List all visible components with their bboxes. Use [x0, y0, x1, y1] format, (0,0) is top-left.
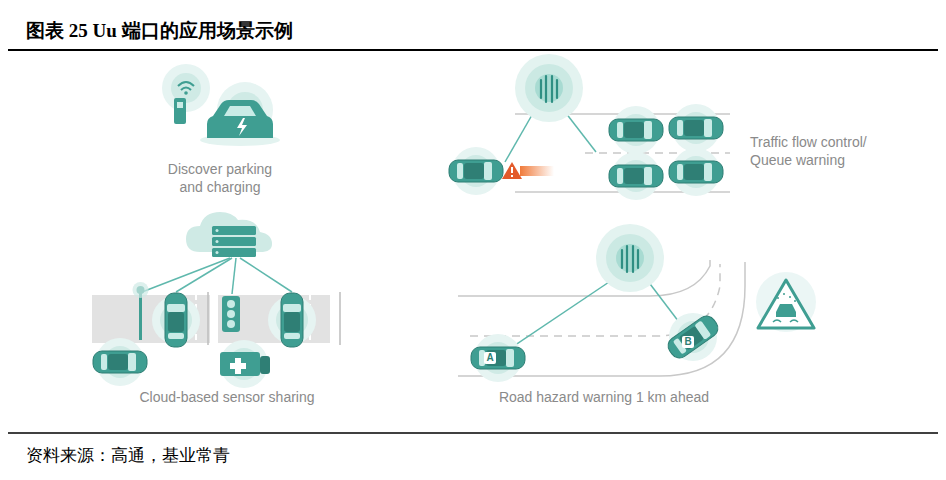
car-letter: A: [484, 352, 495, 364]
traffic-scene: [449, 54, 730, 200]
parking-scene: [162, 64, 280, 146]
figure-title: 图表 25 Uu 端口的应用场景示例: [26, 18, 293, 44]
title-rule: [8, 49, 938, 51]
scene-caption: Discover parking and charging: [158, 160, 283, 196]
hazard-scene: [458, 224, 816, 382]
source-caption: 资料来源：高通，基业常青: [26, 444, 230, 467]
cloud-scene: [92, 212, 340, 388]
car-letter: B: [682, 336, 693, 348]
scene-caption: Traffic flow control/ Queue warning: [750, 133, 890, 169]
bottom-rule: [8, 432, 938, 434]
scene-caption: Road hazard warning 1 km ahead: [499, 388, 709, 406]
scene-caption: Cloud-based sensor sharing: [139, 388, 314, 406]
